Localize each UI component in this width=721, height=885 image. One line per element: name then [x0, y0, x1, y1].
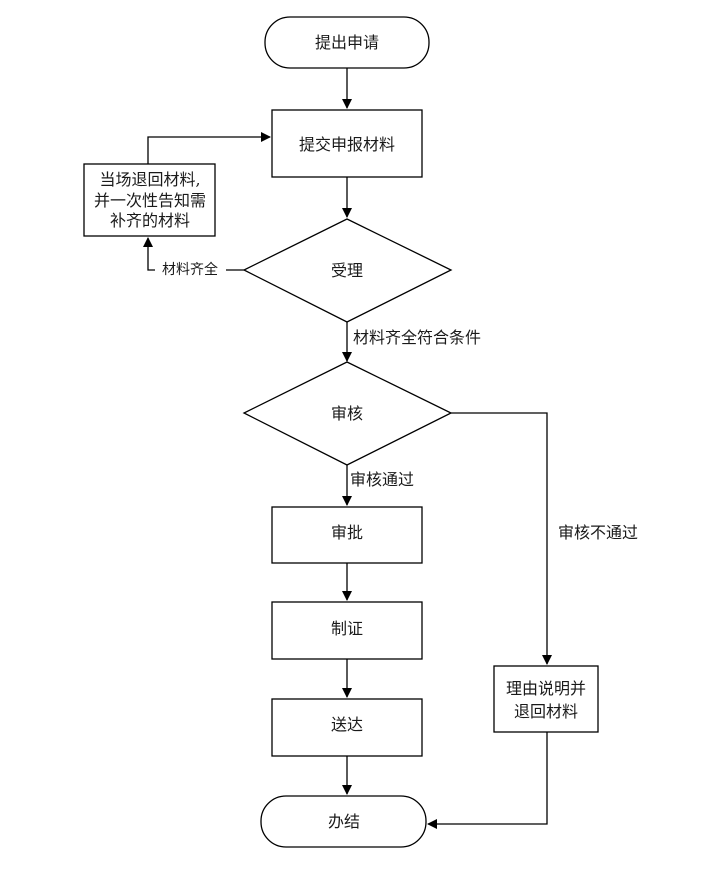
- return-materials-line-3: 补齐的材料: [110, 211, 190, 230]
- edge-reject-end: [427, 732, 548, 829]
- edge-accept-return: [143, 237, 155, 271]
- start-label: 提出申请: [315, 33, 379, 52]
- approve-box: [271, 506, 423, 564]
- approve-label: 审批: [331, 523, 363, 542]
- edge-label-materials-conditions: 材料齐全符合条件: [353, 328, 481, 347]
- return-materials-line-1: 当场退回材料,: [99, 170, 200, 189]
- end-terminator: [260, 795, 427, 848]
- return-materials-line-2: 并一次性告知需: [94, 191, 206, 210]
- edge-label-materials-complete-left: 材料齐全: [162, 261, 218, 278]
- edge-label-review-failed: 审核不通过: [558, 523, 638, 542]
- submit-materials-box: [271, 109, 423, 178]
- edge-review-reject: [451, 412, 552, 665]
- return-materials-box: [83, 163, 216, 237]
- edge-return-submit: [147, 132, 271, 164]
- end-label: 办结: [328, 812, 360, 831]
- reject-reason-line-1: 理由说明并: [506, 679, 586, 698]
- review-label: 审核: [331, 404, 363, 423]
- deliver-label: 送达: [331, 715, 363, 734]
- edge-label-review-passed: 审核通过: [350, 470, 414, 489]
- certify-label: 制证: [331, 619, 363, 638]
- deliver-box: [271, 698, 423, 757]
- reject-reason-box: [493, 665, 599, 733]
- submit-materials-label: 提交申报材料: [299, 135, 395, 154]
- accept-label: 受理: [331, 261, 363, 280]
- reject-reason-line-2: 退回材料: [514, 702, 578, 721]
